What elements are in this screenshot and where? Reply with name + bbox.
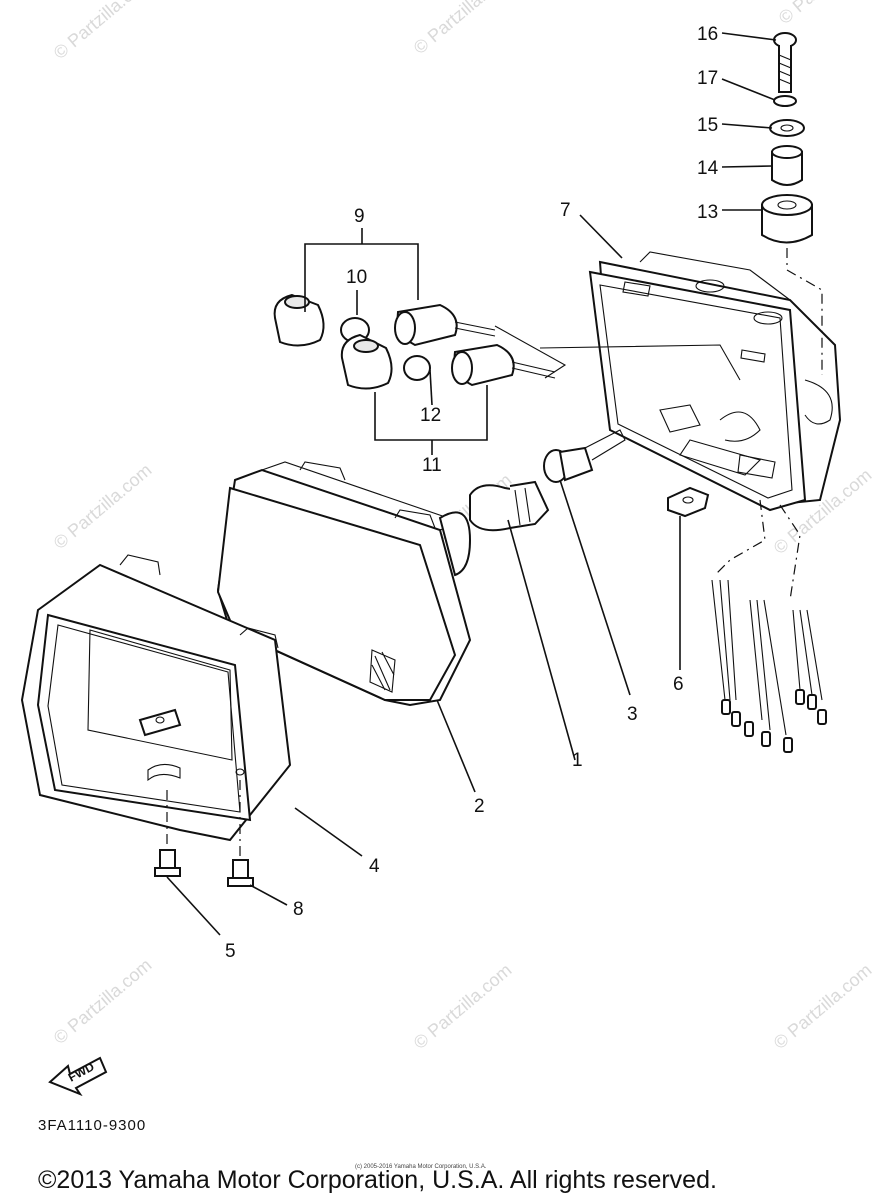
callout-7: 7	[560, 200, 571, 221]
watermark: © Partzilla.com	[410, 960, 516, 1053]
callout-8: 8	[293, 899, 304, 920]
callout-12: 12	[420, 405, 441, 426]
leader-lines	[166, 32, 777, 936]
callout-1: 1	[572, 750, 583, 771]
diagram-code: 3FA1110-9300	[38, 1117, 146, 1134]
watermark: © Partzilla.com	[50, 0, 156, 63]
callout-3: 3	[627, 704, 638, 725]
part-bulb	[469, 480, 550, 532]
part-sockets	[273, 293, 741, 390]
callout-13: 13	[697, 202, 718, 223]
callout-6: 6	[673, 674, 684, 695]
callout-4: 4	[369, 856, 380, 877]
callout-16: 16	[697, 24, 718, 45]
watermark: © Partzilla.com	[410, 0, 516, 58]
part-clip-nut	[667, 486, 710, 518]
watermark: © Partzilla.com	[50, 955, 156, 1048]
watermark: © Partzilla.com	[770, 960, 876, 1053]
callout-10: 10	[346, 267, 367, 288]
part-bulb-socket	[543, 429, 626, 483]
callout-15: 15	[697, 115, 718, 136]
part-bolt-stack	[761, 32, 823, 375]
fwd-arrow-icon: FWD	[48, 1056, 108, 1097]
watermark: © Partzilla.com	[775, 0, 877, 28]
small-credit: (c) 2005-2016 Yamaha Motor Corporation, …	[355, 1164, 487, 1170]
part-housing	[588, 251, 842, 512]
part-wiring	[711, 499, 827, 753]
part-screws	[154, 780, 254, 887]
part-bezel	[20, 554, 292, 842]
callout-5: 5	[225, 941, 236, 962]
callout-2: 2	[474, 796, 485, 817]
callout-labels: 16 17 15 14 13 7 9 10 12 11 1 3 6 2 4 8 …	[225, 24, 719, 962]
copyright-notice: ©2013 Yamaha Motor Corporation, U.S.A. A…	[38, 1166, 717, 1194]
callout-17: 17	[697, 68, 718, 89]
callout-14: 14	[697, 158, 719, 179]
watermark: © Partzilla.com	[50, 460, 156, 553]
callout-9: 9	[354, 206, 365, 227]
callout-11: 11	[422, 455, 442, 476]
